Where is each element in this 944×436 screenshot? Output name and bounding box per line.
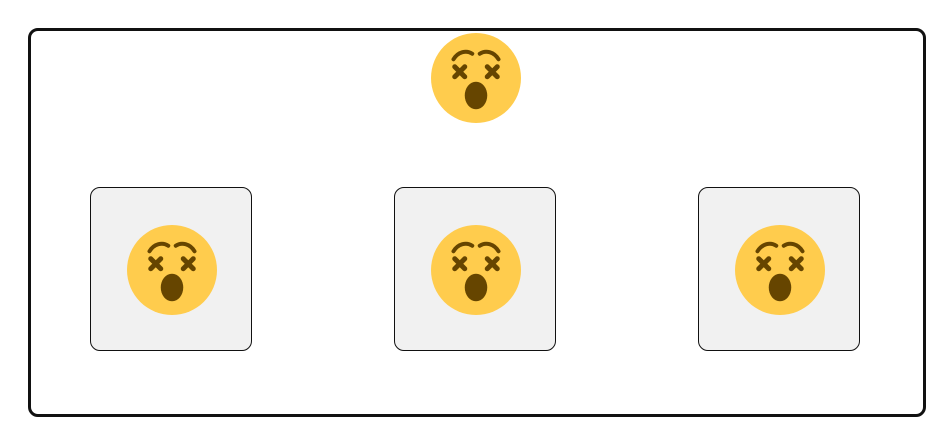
dizzy-face-icon: [431, 33, 521, 123]
choice-tile-3[interactable]: [698, 187, 860, 351]
dizzy-face-icon: [431, 33, 521, 123]
dizzy-face-icon: [735, 225, 825, 315]
dizzy-face-icon: [127, 225, 217, 315]
dizzy-face-icon: [431, 225, 521, 315]
choice-tile-2[interactable]: [394, 187, 556, 351]
dizzy-face-icon: [127, 225, 217, 315]
dizzy-face-icon: [431, 225, 521, 315]
choice-tile-1[interactable]: [90, 187, 252, 351]
dizzy-face-icon: [735, 225, 825, 315]
